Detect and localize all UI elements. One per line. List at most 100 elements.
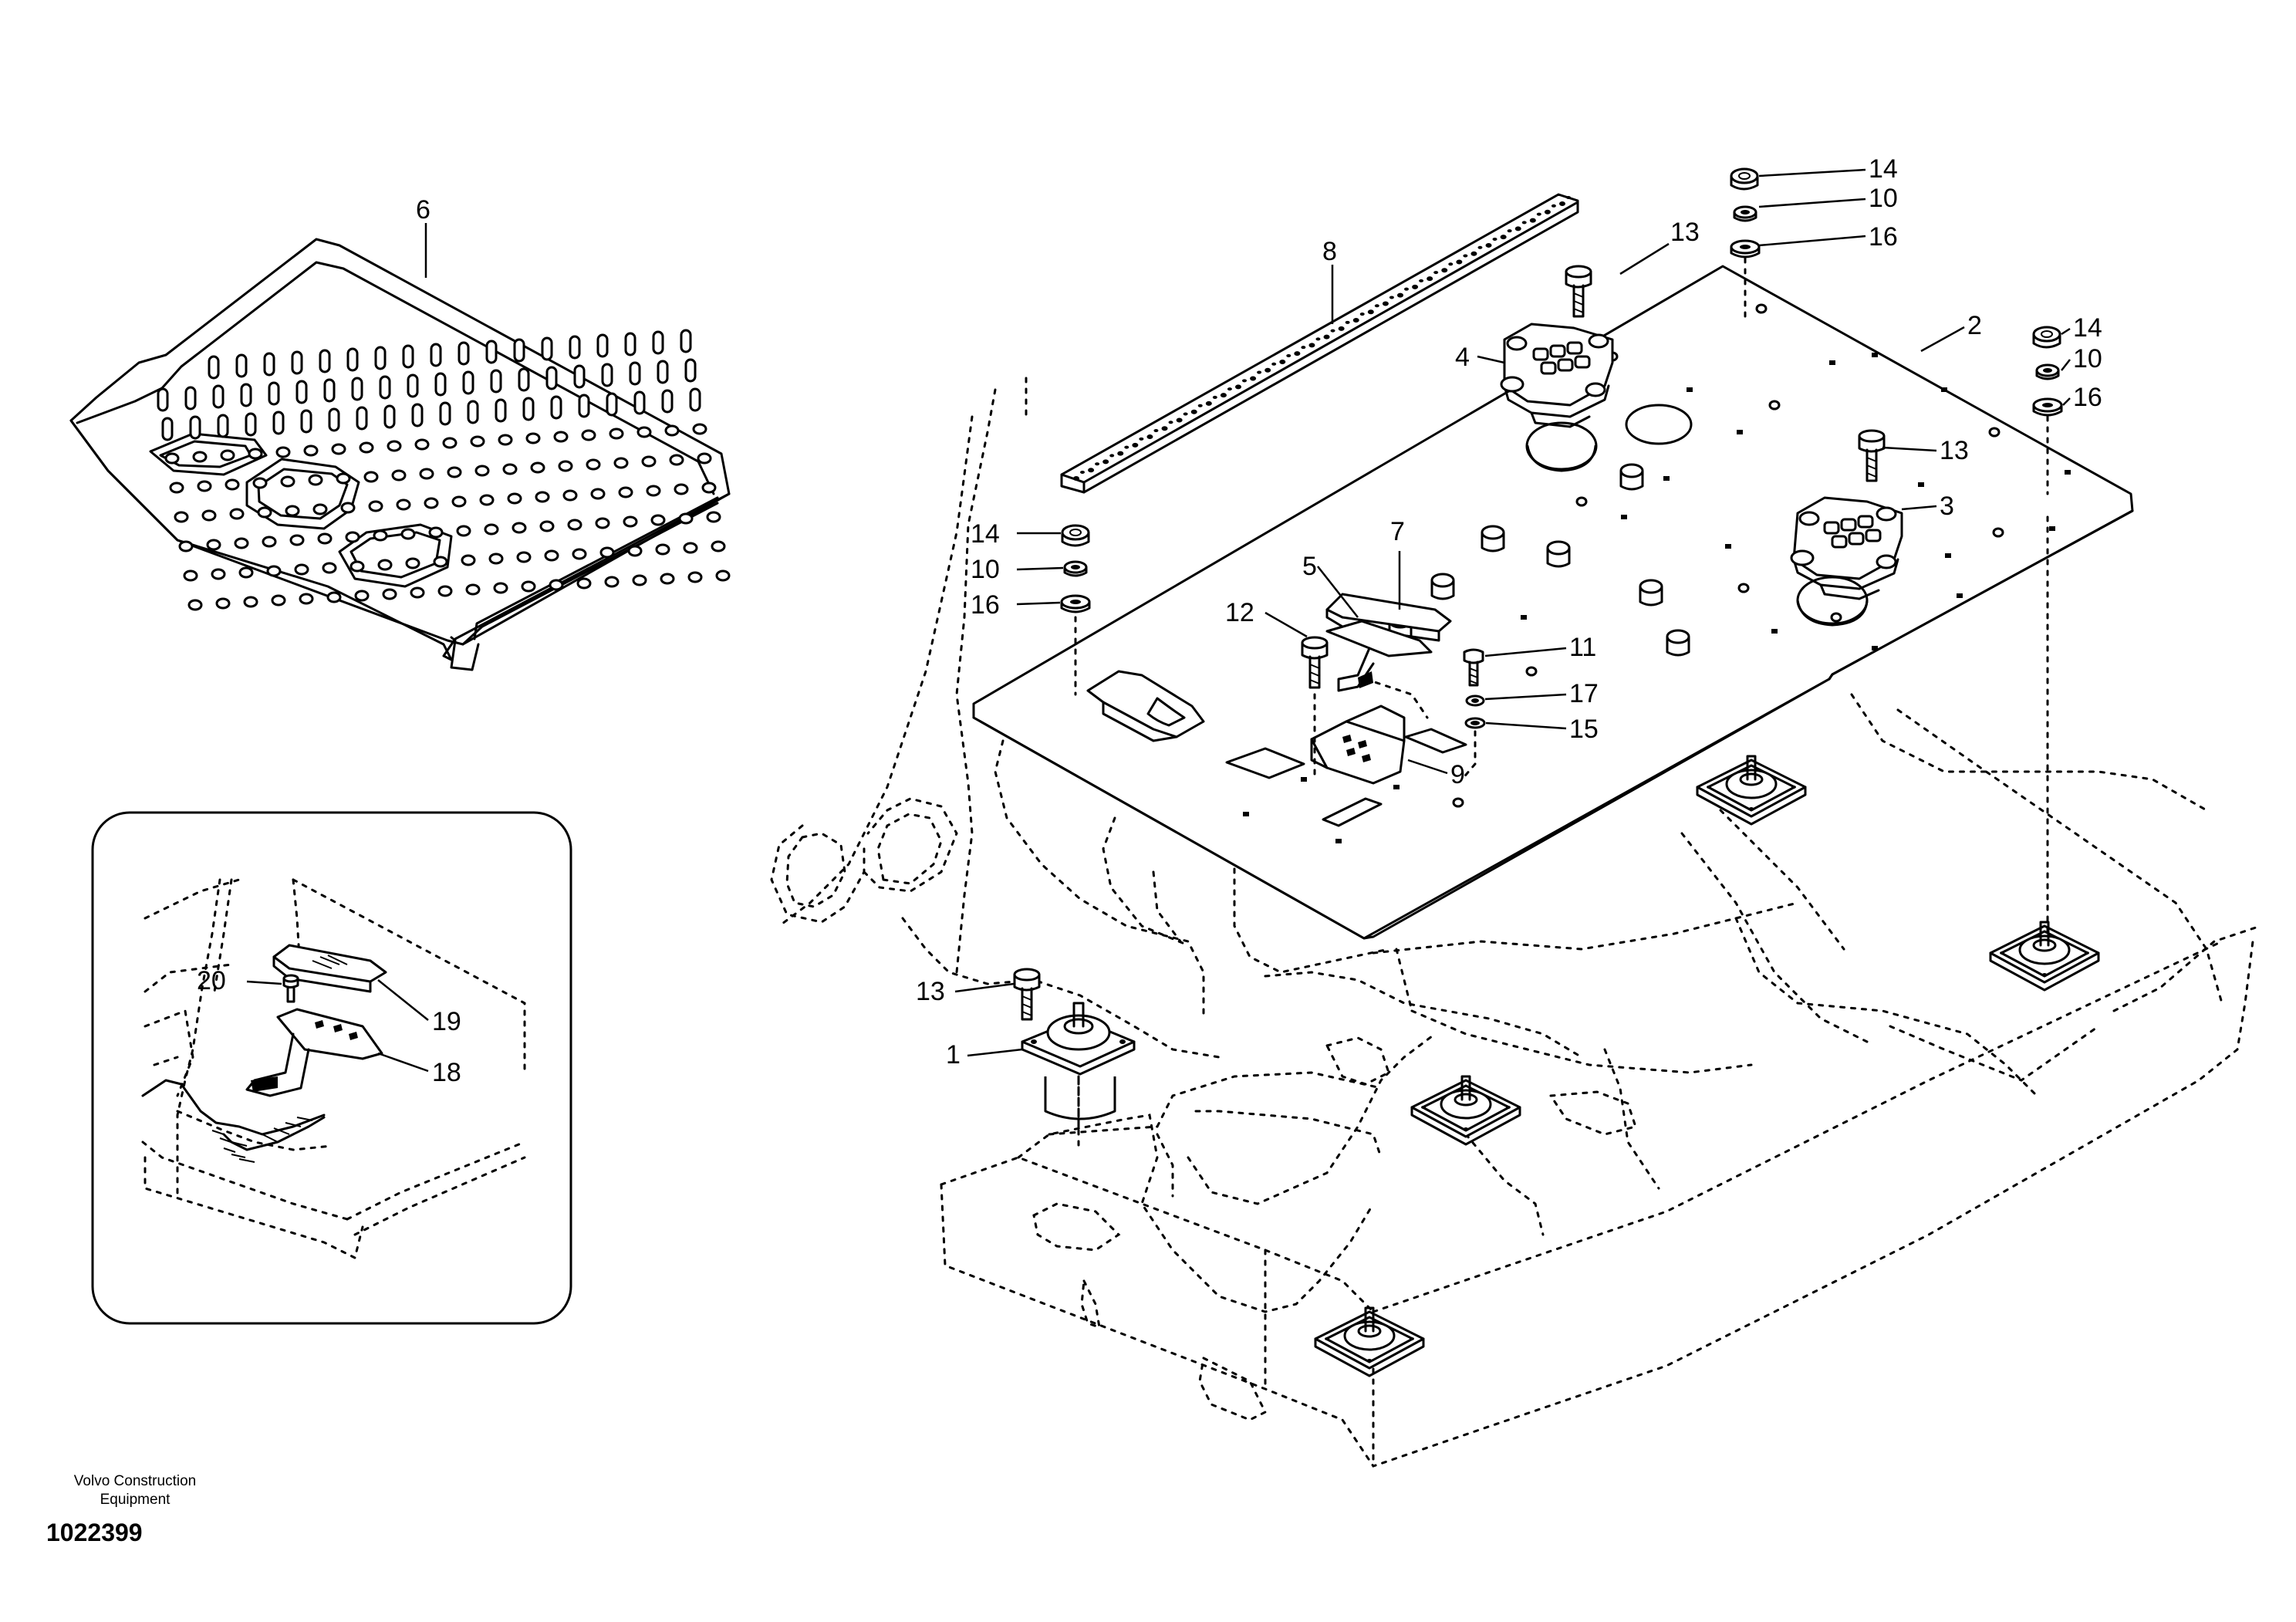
callout-8: 8 [1322, 237, 1337, 266]
mat-hole [437, 585, 453, 597]
mat-slot [573, 364, 586, 389]
nut-stack-right [2032, 326, 2063, 417]
mat-hole [516, 551, 532, 563]
washer-17-15 [1464, 694, 1486, 729]
leader-lines [246, 168, 2071, 1073]
mat-hole [646, 485, 661, 497]
mat-hole [225, 478, 240, 491]
mat-hole [535, 491, 550, 503]
mat-hole [604, 576, 620, 588]
mat-slot [439, 401, 451, 426]
mat-hole [400, 528, 416, 540]
plate-hole [1243, 812, 1249, 816]
callout-labels: 6 8 13 4 2 13 3 14 10 16 14 10 16 14 10 … [197, 154, 2102, 1087]
mat-slot [518, 367, 530, 392]
mat-hole [664, 424, 680, 437]
plate-hole [1452, 797, 1464, 808]
mount-base-side [1410, 1106, 1521, 1146]
strip-hole [1102, 459, 1109, 465]
plate-hole [1941, 387, 1947, 392]
strip-hole [1205, 400, 1212, 406]
mat-hole [525, 432, 541, 444]
strip-hole [1397, 292, 1403, 298]
plate-hole [1872, 646, 1878, 650]
mat-hole [618, 486, 633, 498]
mat-hole [581, 429, 596, 441]
strip-hole [1264, 367, 1271, 373]
strip-hole [1190, 409, 1197, 414]
mat-hole [211, 568, 226, 580]
plate-hole [1945, 553, 1951, 558]
mount-cap [1357, 1324, 1382, 1338]
mat-slot [601, 363, 613, 387]
mat-slot [402, 344, 414, 369]
mat-hole [262, 536, 277, 548]
strip-hole [1168, 421, 1173, 424]
mat-hole [549, 579, 564, 591]
strip-hole [1521, 221, 1527, 225]
mat-hole [354, 590, 370, 602]
strip-hole [1470, 251, 1477, 256]
mat-slot [157, 387, 169, 412]
mat-slot [291, 350, 303, 375]
callout-13-bottom: 13 [916, 977, 945, 1006]
mat-hole [289, 534, 305, 546]
mat-hole [183, 569, 198, 582]
mat-slot [680, 329, 692, 353]
machine-frame-outline [770, 377, 2262, 1468]
mount-base-side [1314, 1337, 1425, 1377]
strip-hole [1514, 226, 1521, 231]
mount-bolt-hole [2085, 951, 2089, 955]
strip-hole [1242, 379, 1247, 383]
strip-hole [1271, 362, 1277, 366]
strip-hole [1235, 384, 1241, 390]
strip-hole [1220, 393, 1227, 398]
callout-6: 6 [416, 195, 430, 225]
mat-hole [711, 540, 726, 552]
mat-hole [419, 468, 434, 480]
mat-hole [484, 523, 499, 536]
plate-hole [1301, 777, 1307, 782]
strip-hole [1382, 301, 1389, 306]
plate-hole [1525, 666, 1538, 677]
mat-hole [428, 526, 444, 539]
mat-slot [323, 378, 336, 403]
mat-slot [411, 403, 424, 427]
mat-slot [328, 407, 340, 432]
mat-hole [576, 577, 592, 590]
mat-hole [590, 488, 606, 500]
strip-hole [1427, 276, 1433, 282]
mount-base-side [1696, 786, 1807, 826]
plate-hole [1992, 527, 2004, 538]
mount-stud [2039, 921, 2050, 947]
valve-block-3 [1790, 496, 1903, 600]
mat-slot [383, 404, 396, 429]
plate-boss-top [1619, 463, 1644, 478]
mat-hole [641, 455, 657, 468]
callout-16-right: 16 [2073, 383, 2102, 412]
callout-20: 20 [197, 966, 226, 995]
strip-hole [1419, 279, 1424, 282]
mat-hole [405, 557, 420, 569]
mat-hole [595, 517, 610, 529]
mat-hole [197, 480, 212, 492]
bolt-11 [1463, 648, 1484, 687]
strip-hole [1352, 318, 1359, 323]
strip-hole [1345, 320, 1350, 324]
mat-hole [275, 446, 291, 458]
mat-slot [541, 336, 553, 361]
mat-hole [697, 452, 712, 465]
mat-hole [178, 540, 194, 552]
mat-hole [669, 454, 684, 466]
mat-hole [442, 437, 458, 449]
callout-19: 19 [432, 1007, 461, 1036]
strip-hole [1257, 370, 1262, 374]
plate-bracket-left [1086, 670, 1205, 742]
mat-hole [373, 529, 388, 542]
strip-hole [1529, 218, 1536, 223]
mat-hole [539, 520, 555, 532]
mat-slot [606, 392, 618, 417]
strip-hole [1500, 235, 1507, 240]
callout-13-top: 13 [1670, 218, 1700, 247]
mat-hole [474, 465, 490, 477]
